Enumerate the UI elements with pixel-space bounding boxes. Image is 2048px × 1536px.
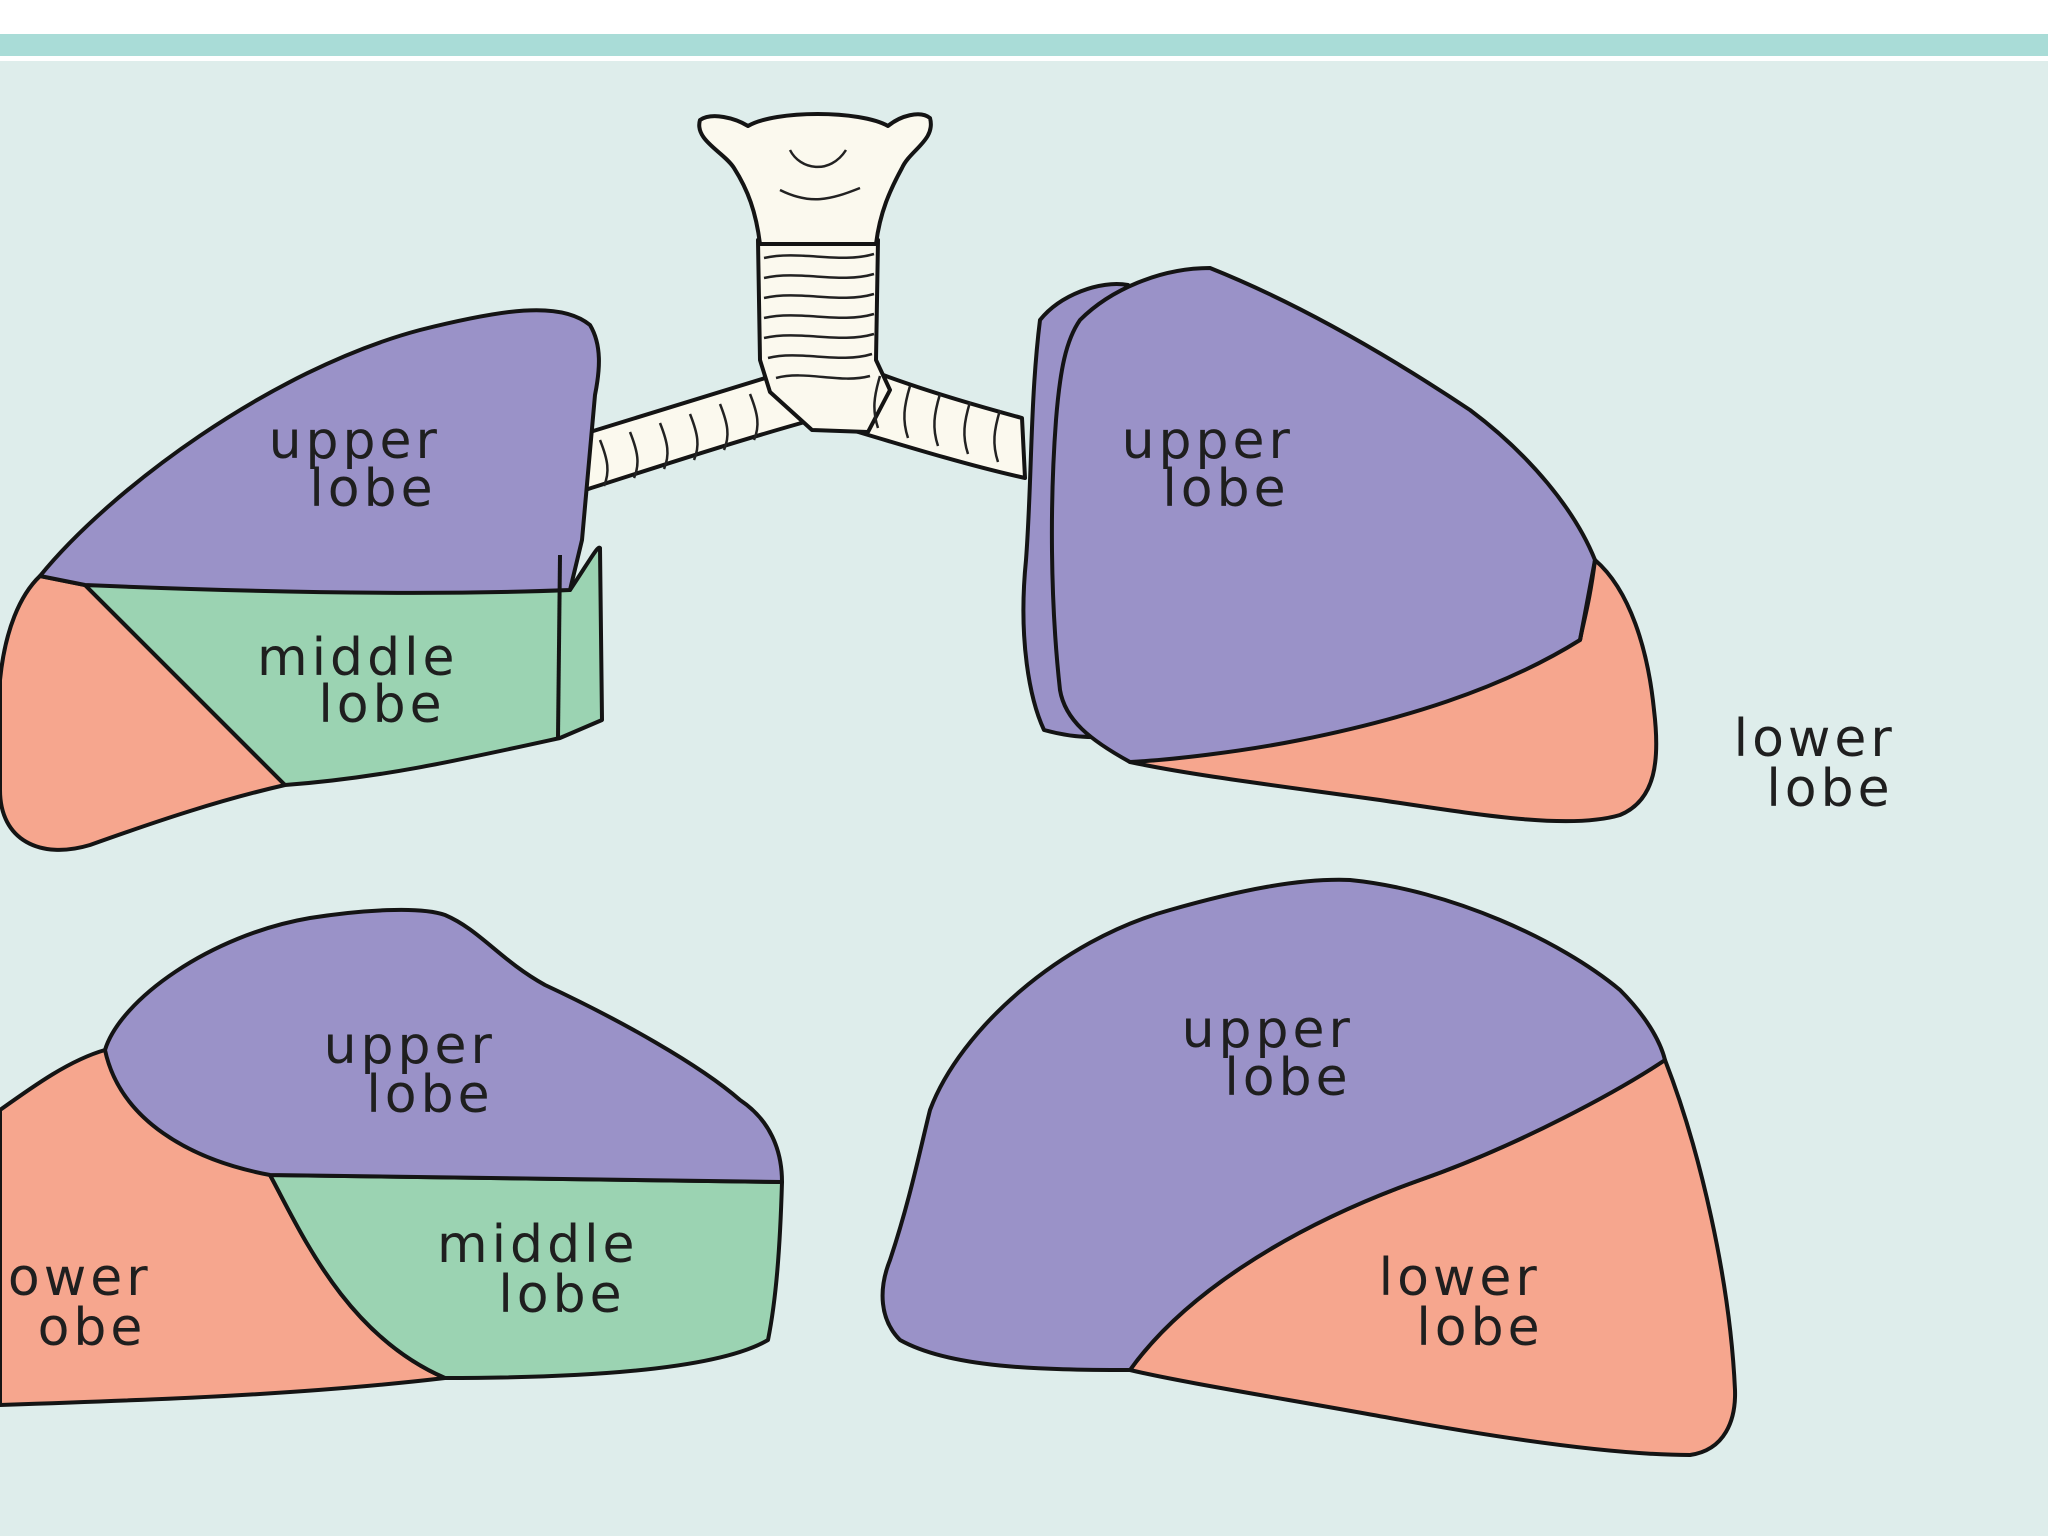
- top-band: [0, 0, 2048, 34]
- accent-bar-gap: [510, 56, 2048, 61]
- middle-lobe-region: [83, 545, 604, 787]
- lung-lobes-diagram: upper lobe middle lobe upper lobe lower …: [0, 61, 2048, 1536]
- middle-lobe-label: middle lobe: [437, 1215, 659, 1325]
- upper-lobe-label: upper lobe: [1122, 411, 1315, 519]
- lower-lobe-label: lower lobe: [1734, 709, 1917, 819]
- upper-lobe-region: [38, 308, 601, 595]
- upper-lobe-region: [103, 907, 784, 1184]
- fissure-line: [556, 554, 562, 739]
- upper-lobe-label: upper lobe: [1182, 1000, 1375, 1108]
- lower-lobe-label: lower lobe: [1379, 1248, 1562, 1358]
- upper-lobe-label: upper lobe: [324, 1016, 517, 1125]
- lobar-fissure: [1578, 559, 1597, 641]
- trachea-group: [583, 112, 1027, 492]
- larynx: [697, 112, 933, 246]
- upper-lobe-region: [1049, 266, 1597, 764]
- accent-bar: [0, 34, 2048, 56]
- lower-lobe-region: [0, 574, 287, 852]
- diagram-svg: upper lobe middle lobe upper lobe lower …: [0, 112, 1917, 1457]
- lower-lobe-region: [1128, 558, 1659, 824]
- middle-lobe-region: [268, 1173, 784, 1380]
- lung-view-bottom-right: upper lobe lower lobe: [880, 877, 1738, 1457]
- lung-view-top-left: upper lobe middle lobe: [0, 308, 604, 852]
- trachea-rings: [598, 149, 1002, 487]
- lower-lobe-label: ower obe: [8, 1248, 172, 1358]
- upper-lobe-label: upper lobe: [269, 411, 462, 519]
- lung-view-top-right: upper lobe lower lobe: [1021, 266, 1917, 824]
- upper-lobe-region: [880, 877, 1667, 1372]
- lung-view-bottom-left: upper lobe middle lobe ower obe: [0, 907, 784, 1407]
- middle-lobe-label: middle lobe: [257, 628, 479, 735]
